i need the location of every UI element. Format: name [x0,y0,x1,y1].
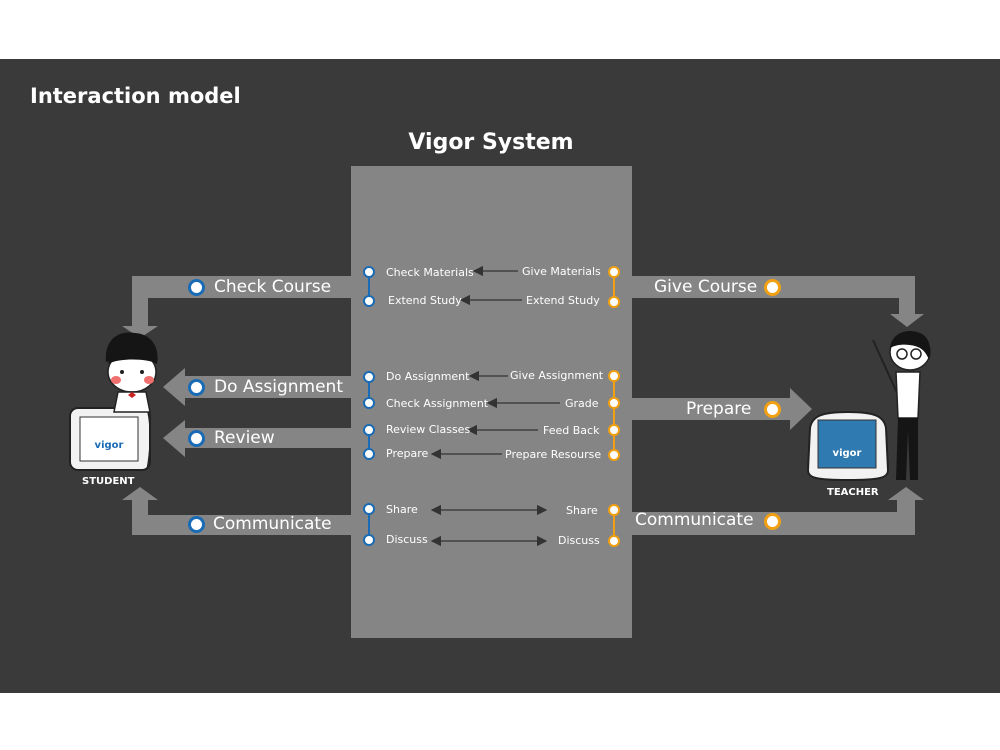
flow-teacher-label: Extend Study [526,294,600,307]
teacher-caption: TEACHER [827,487,879,498]
teacher-communicate-arrow [632,487,924,535]
prepare-ring-icon [764,401,781,418]
flow-teacher-label: Grade [565,397,599,410]
flow-student-label: Review Classes [386,423,471,436]
student-communicate-ring-icon [188,516,205,533]
review-label: Review [214,428,275,448]
give-course-ring-icon [764,279,781,296]
flow-teacher-label: Prepare Resourse [505,448,602,461]
flow-dot-icon [608,266,620,278]
flow-teacher-label: Feed Back [543,424,600,437]
flow-dot-icon [363,503,375,515]
flow-student-label: Share [386,503,418,516]
flow-teacher-label: Give Assignment [510,369,604,382]
review-arrow [163,420,351,457]
do-assignment-ring-icon [188,379,205,396]
review-ring-icon [188,430,205,447]
flow-student-label: Extend Study [388,294,462,307]
give-course-label: Give Course [654,277,758,297]
check-course-label: Check Course [214,277,332,297]
flow-student-label: Check Materials [386,266,474,279]
prepare-arrow [632,388,812,430]
flow-dot-icon [363,266,375,278]
flow-dot-icon [363,371,375,383]
prepare-label: Prepare [686,399,752,419]
flow-dot-icon [363,397,375,409]
page-title: Interaction model [30,84,241,108]
student-communicate-arrow [122,487,351,535]
teacher-illustration [806,330,931,482]
flow-teacher-label: Discuss [558,534,600,547]
flow-student-label: Do Assignment [386,370,470,383]
teacher-communicate-label: Communicate [635,510,754,530]
check-course-arrow [122,276,351,338]
system-title: Vigor System [408,130,574,155]
flow-dot-icon [363,448,375,460]
flow-student-label: Check Assignment [386,397,489,410]
teacher-screen-logo: vigor [832,448,862,459]
student-communicate-label: Communicate [213,514,332,534]
flow-student-label: Prepare [386,447,429,460]
flow-teacher-label: Share [566,504,598,517]
flow-dot-icon [363,295,375,307]
flow-dot-icon [363,534,375,546]
student-screen-logo: vigor [94,440,124,451]
flow-teacher-label: Give Materials [522,265,601,278]
check-course-ring-icon [188,279,205,296]
give-course-arrow [632,276,924,327]
flow-dot-icon [608,535,620,547]
flow-dot-icon [608,397,620,409]
flow-dot-icon [608,370,620,382]
flow-dot-icon [608,296,620,308]
student-illustration [69,332,158,471]
flow-dot-icon [608,504,620,516]
flow-dot-icon [608,449,620,461]
flow-dot-icon [363,424,375,436]
flow-dot-icon [608,424,620,436]
do-assignment-label: Do Assignment [214,377,343,397]
flow-student-label: Discuss [386,533,428,546]
student-caption: STUDENT [82,476,135,487]
teacher-communicate-ring-icon [764,513,781,530]
do-assignment-arrow [163,368,351,406]
